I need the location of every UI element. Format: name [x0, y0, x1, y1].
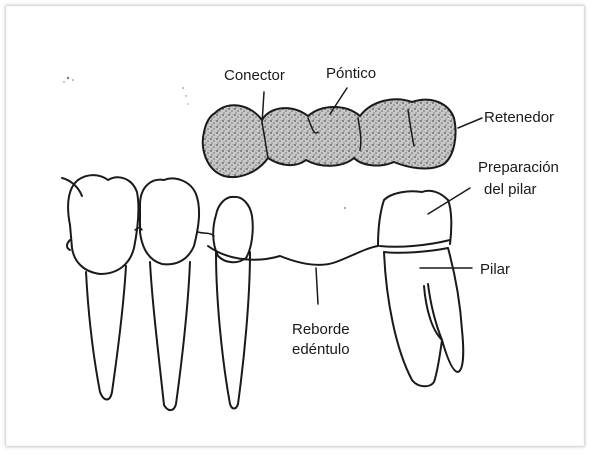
bridge-body [203, 99, 456, 177]
tooth-2 [140, 179, 199, 411]
abutment-tooth [378, 191, 463, 387]
bridge-prosthesis [203, 99, 456, 177]
label-edentulo: edéntulo [292, 341, 350, 358]
label-reborde: Reborde [292, 321, 350, 338]
abutment-preparation [378, 191, 451, 246]
label-preparacion: Preparación [478, 159, 559, 176]
label-retenedor: Retenedor [484, 109, 554, 126]
tooth-1 [68, 175, 138, 399]
label-del-pilar: del pilar [484, 181, 537, 198]
label-pilar: Pilar [480, 261, 510, 278]
tooth-3 [213, 197, 253, 409]
label-conector: Conector [224, 67, 285, 84]
label-pontico: Póntico [326, 65, 376, 82]
gum-line-left-2 [135, 228, 214, 236]
